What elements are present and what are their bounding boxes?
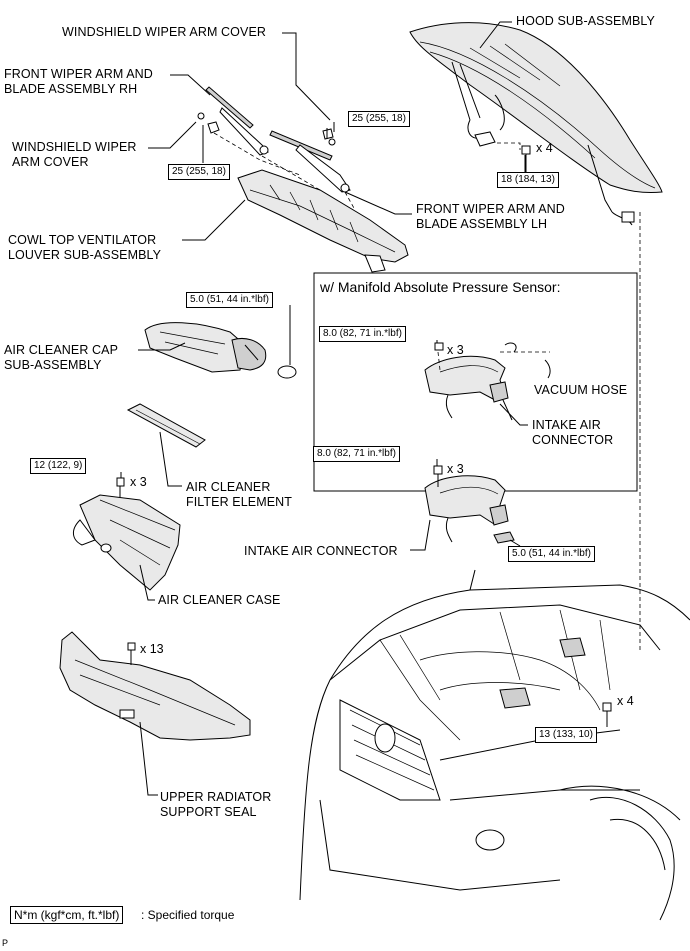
torque-wiper-lh: 25 (255, 18): [348, 111, 410, 127]
hood-sub-assembly-drawing: [409, 22, 663, 226]
label-air-cleaner-cap: AIR CLEANER CAP SUB-ASSEMBLY: [4, 343, 119, 372]
label-hood-sub-assembly: HOOD SUB-ASSEMBLY: [516, 14, 655, 28]
torque-intake-bolts: 8.0 (82, 71 in.*lbf): [313, 446, 400, 462]
upper-radiator-support-seal-drawing: [59, 631, 251, 741]
torque-box-intake-bolts: 8.0 (82, 71 in.*lbf): [319, 326, 406, 342]
vehicle-front-drawing: [299, 569, 690, 921]
label-intake-air-connector-box: INTAKE AIR CONNECTOR: [532, 418, 614, 447]
qty-hood-bolts: x 4: [536, 141, 553, 155]
air-cleaner-case-drawing: [73, 477, 181, 591]
torque-intake-clamp: 5.0 (51, 44 in.*lbf): [508, 546, 595, 562]
label-upper-radiator-support-seal: UPPER RADIATOR SUPPORT SEAL: [160, 790, 272, 819]
legend-torque-unit: N*m (kgf*cm, ft.*lbf): [10, 906, 124, 924]
label-air-cleaner-filter: AIR CLEANER FILTER ELEMENT: [186, 480, 293, 509]
front-wiper-arm-lh-drawing: [269, 130, 351, 193]
qty-air-cleaner-case-bolts: x 3: [130, 475, 147, 489]
qty-radiator-seal-clips: x 13: [140, 642, 164, 656]
label-front-wiper-arm-lh: FRONT WIPER ARM AND BLADE ASSEMBLY LH: [416, 202, 565, 231]
box-intake-air-connector-drawing: [424, 342, 551, 419]
torque-air-cleaner-cap-clamp: 5.0 (51, 44 in.*lbf): [186, 292, 273, 308]
intake-air-connector-drawing: [424, 465, 515, 544]
torque-air-cleaner-case: 12 (122, 9): [30, 458, 87, 474]
air-cleaner-cap-drawing: [144, 305, 297, 379]
leader-lines: [120, 21, 608, 796]
legend-torque-text: : Specified torque: [141, 908, 235, 922]
wiper-arm-cover-left: [207, 121, 220, 134]
label-intake-air-connector: INTAKE AIR CONNECTOR: [244, 544, 398, 558]
label-vacuum-hose: VACUUM HOSE: [534, 383, 628, 397]
front-wiper-arm-rh-drawing: [205, 86, 269, 156]
footer-code: P: [2, 938, 9, 948]
qty-engine-bay-bolts: x 4: [617, 694, 634, 708]
torque-hood: 18 (184, 13): [497, 172, 559, 188]
wiper-arm-cover-top: [322, 128, 334, 140]
label-air-cleaner-case: AIR CLEANER CASE: [158, 593, 281, 607]
label-front-wiper-arm-rh: FRONT WIPER ARM AND BLADE ASSEMBLY RH: [4, 67, 153, 96]
torque-engine-bay: 13 (133, 10): [535, 727, 597, 743]
label-cowl-top-ventilator: COWL TOP VENTILATOR LOUVER SUB-ASSEMBLY: [8, 233, 162, 262]
cowl-top-ventilator-drawing: [237, 169, 409, 273]
torque-wiper-rh: 25 (255, 18): [168, 164, 230, 180]
qty-box-intake-bolts: x 3: [447, 343, 464, 357]
manifold-box-title: w/ Manifold Absolute Pressure Sensor:: [320, 279, 561, 295]
label-windshield-wiper-arm-cover-left: WINDSHIELD WIPER ARM COVER: [12, 140, 137, 169]
air-cleaner-filter-drawing: [126, 403, 206, 448]
label-windshield-wiper-arm-cover-top: WINDSHIELD WIPER ARM COVER: [62, 25, 267, 39]
qty-intake-bolts: x 3: [447, 462, 464, 476]
